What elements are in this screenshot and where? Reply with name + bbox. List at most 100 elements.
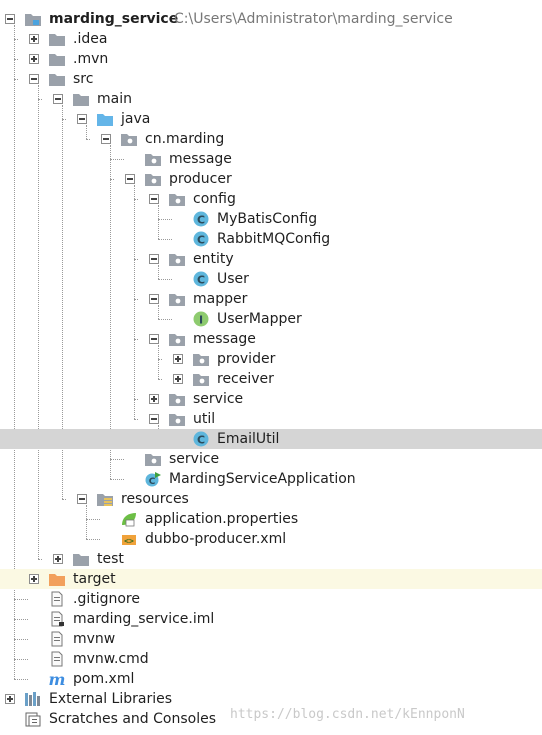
tree-node-label: application.properties [145, 511, 299, 527]
tree-node-scratches-and-consoles[interactable]: Scratches and Consoles [0, 709, 542, 729]
tree-guide-line [86, 125, 87, 139]
tree-node-label: main [97, 91, 132, 107]
properties-file-icon [120, 511, 138, 527]
tree-node-dubbo-producer-xml[interactable]: <>dubbo-producer.xml [0, 529, 542, 549]
collapse-toggle-icon[interactable] [149, 194, 159, 204]
tree-node-label: marding_service.iml [73, 611, 215, 627]
tree-node-mvnw[interactable]: mvnw [0, 629, 542, 649]
package-icon [144, 151, 162, 167]
tree-node-resources[interactable]: resources [0, 489, 542, 509]
spring-boot-class-icon: C [144, 471, 162, 487]
tree-node-mardingserviceapplication[interactable]: C MardingServiceApplication [0, 469, 542, 489]
tree-node-message[interactable]: message [0, 149, 542, 169]
tree-node-service[interactable]: service [0, 389, 542, 409]
collapse-toggle-icon[interactable] [5, 14, 15, 24]
tree-node-label: provider [217, 351, 276, 367]
tree-guide-line [134, 399, 138, 400]
expand-toggle-icon[interactable] [173, 374, 183, 384]
tree-guide-line [110, 179, 114, 180]
collapse-toggle-icon[interactable] [125, 174, 135, 184]
tree-guide-line [62, 499, 66, 500]
expand-toggle-icon[interactable] [29, 54, 39, 64]
package-icon [192, 351, 210, 367]
tree-guide-line [62, 119, 66, 120]
tree-guide-line [158, 359, 162, 360]
tree-node-mvn[interactable]: .mvn [0, 49, 542, 69]
tree-node-producer[interactable]: producer [0, 169, 542, 189]
tree-guide-line [134, 299, 138, 300]
tree-node-label: mvnw.cmd [73, 651, 149, 667]
tree-node-main[interactable]: main [0, 89, 542, 109]
tree-guide-line [14, 679, 28, 680]
collapse-toggle-icon[interactable] [77, 494, 87, 504]
tree-node-label: MardingServiceApplication [169, 471, 356, 487]
tree-node-util[interactable]: util [0, 409, 542, 429]
package-icon [168, 331, 186, 347]
expand-toggle-icon[interactable] [29, 34, 39, 44]
tree-node-mvnw-cmd[interactable]: mvnw.cmd [0, 649, 542, 669]
tree-node-cn-marding[interactable]: cn.marding [0, 129, 542, 149]
expand-toggle-icon[interactable] [29, 574, 39, 584]
tree-node-external-libraries[interactable]: External Libraries [0, 689, 542, 709]
tree-node-label: util [193, 411, 216, 427]
java-class-icon: C [192, 211, 210, 227]
tree-guide-line [14, 25, 15, 679]
tree-node-label: .mvn [73, 51, 109, 67]
tree-node-provider[interactable]: provider [0, 349, 542, 369]
tree-guide-line [134, 339, 138, 340]
tree-node-mybatisconfig[interactable]: C MyBatisConfig [0, 209, 542, 229]
tree-node-label: EmailUtil [217, 431, 280, 447]
collapse-toggle-icon[interactable] [149, 414, 159, 424]
tree-node-rabbitmqconfig[interactable]: C RabbitMQConfig [0, 229, 542, 249]
svg-text:C: C [197, 434, 205, 447]
expand-toggle-icon[interactable] [173, 354, 183, 364]
collapse-toggle-icon[interactable] [53, 94, 63, 104]
tree-guide-line [62, 105, 63, 499]
folder-icon [72, 91, 90, 107]
tree-node-emailutil[interactable]: C EmailUtil [0, 429, 542, 449]
tree-node-receiver[interactable]: receiver [0, 369, 542, 389]
tree-node-gitignore[interactable]: .gitignore [0, 589, 542, 609]
tree-node-target[interactable]: target [0, 569, 542, 589]
tree-node-src[interactable]: src [0, 69, 542, 89]
tree-guide-line [134, 185, 135, 419]
tree-guide-line [134, 419, 138, 420]
expand-toggle-icon[interactable] [53, 554, 63, 564]
folder-icon [48, 71, 66, 87]
tree-node-test[interactable]: test [0, 549, 542, 569]
collapse-toggle-icon[interactable] [77, 114, 87, 124]
tree-node-idea[interactable]: .idea [0, 29, 542, 49]
tree-node-message[interactable]: message [0, 329, 542, 349]
collapse-toggle-icon[interactable] [29, 74, 39, 84]
tree-node-label: MyBatisConfig [217, 211, 318, 227]
tree-node-config[interactable]: config [0, 189, 542, 209]
tree-node-label: User [217, 271, 249, 287]
tree-guide-line [134, 199, 138, 200]
expand-toggle-icon[interactable] [149, 394, 159, 404]
collapse-toggle-icon[interactable] [149, 254, 159, 264]
collapse-toggle-icon[interactable] [101, 134, 111, 144]
tree-node-entity[interactable]: entity [0, 249, 542, 269]
java-class-icon: C [192, 231, 210, 247]
folder-icon [48, 51, 66, 67]
collapse-toggle-icon[interactable] [149, 294, 159, 304]
tree-node-service[interactable]: service [0, 449, 542, 469]
svg-text:C: C [197, 214, 205, 227]
tree-node-label: java [121, 111, 151, 127]
tree-node-label: src [73, 71, 94, 87]
tree-node-java[interactable]: java [0, 109, 542, 129]
tree-node-mapper[interactable]: mapper [0, 289, 542, 309]
svg-text:C: C [149, 477, 156, 487]
tree-node-application-properties[interactable]: application.properties [0, 509, 542, 529]
package-icon [144, 451, 162, 467]
tree-guide-line [158, 345, 159, 379]
expand-toggle-icon[interactable] [5, 694, 15, 704]
tree-node-label: RabbitMQConfig [217, 231, 331, 247]
collapse-toggle-icon[interactable] [149, 334, 159, 344]
tree-node-marding-service-iml[interactable]: marding_service.iml [0, 609, 542, 629]
